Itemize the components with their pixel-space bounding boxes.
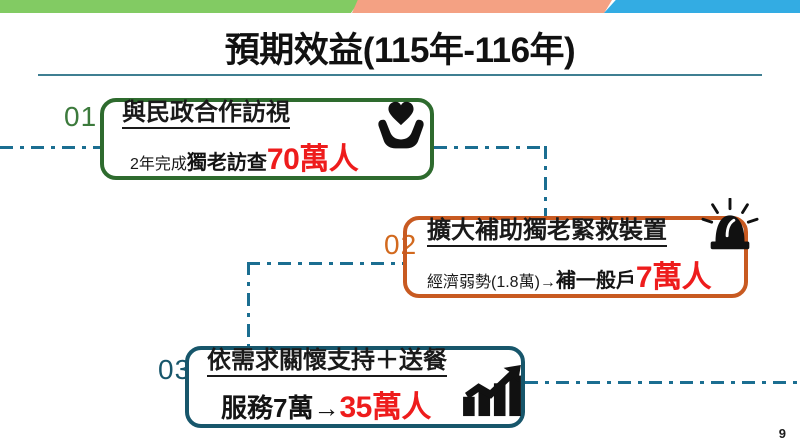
benefit-card-02[interactable]: 擴大補助獨老緊救裝置 經濟弱勢(1.8萬)→ 補一般戶 7萬人 [403, 197, 759, 298]
top-decorative-bar [0, 0, 800, 13]
card2-heading: 擴大補助獨老緊救裝置 [427, 217, 667, 248]
card2-detail-bold: 補一般戶 [555, 270, 636, 293]
connector-left-to-card1 [0, 146, 102, 149]
card1-detail-bold: 獨老訪查 [186, 152, 267, 175]
benefit-card-01[interactable]: 與民政合作訪視 2年完成 獨老訪查 70萬人 [100, 98, 434, 180]
item-number-01: 01 [64, 101, 98, 132]
benefit-card-03[interactable]: 依需求關懷支持＋送餐 服務7萬→ 35萬人 [185, 346, 525, 428]
orange-band [352, 0, 612, 13]
item-number-03: 03 [158, 354, 192, 385]
connector-card1-to-card2-vertical [544, 146, 547, 218]
card1-detail-highlight: 70萬人 [266, 143, 359, 177]
green-band [0, 0, 360, 13]
heart-in-hands-icon [372, 100, 430, 152]
item-number-02: 02 [384, 229, 418, 260]
connector-card2-to-card3-horizontal [247, 262, 405, 265]
growth-chart-icon [461, 364, 523, 418]
connector-card2-to-card3-vertical [247, 262, 250, 348]
connector-card1-to-card2-horizontal [434, 146, 547, 149]
page-title: 預期效益(115年-116年) [224, 31, 576, 70]
card2-detail-highlight: 7萬人 [635, 261, 712, 295]
card2-detail-small: 經濟弱勢(1.8萬)→ [427, 274, 556, 292]
page-number: 9 [778, 426, 786, 441]
connector-card3-to-right-edge [525, 381, 800, 384]
card1-heading: 與民政合作訪視 [122, 99, 290, 130]
title-underline-rule [38, 74, 762, 76]
card3-heading: 依需求關懷支持＋送餐 [207, 347, 447, 378]
card1-detail-small: 2年完成 [130, 156, 187, 174]
emergency-siren-icon [699, 197, 761, 256]
blue-band [604, 0, 800, 13]
card3-detail-bold: 服務7萬→ [221, 393, 340, 424]
card3-detail-highlight: 35萬人 [339, 391, 431, 425]
